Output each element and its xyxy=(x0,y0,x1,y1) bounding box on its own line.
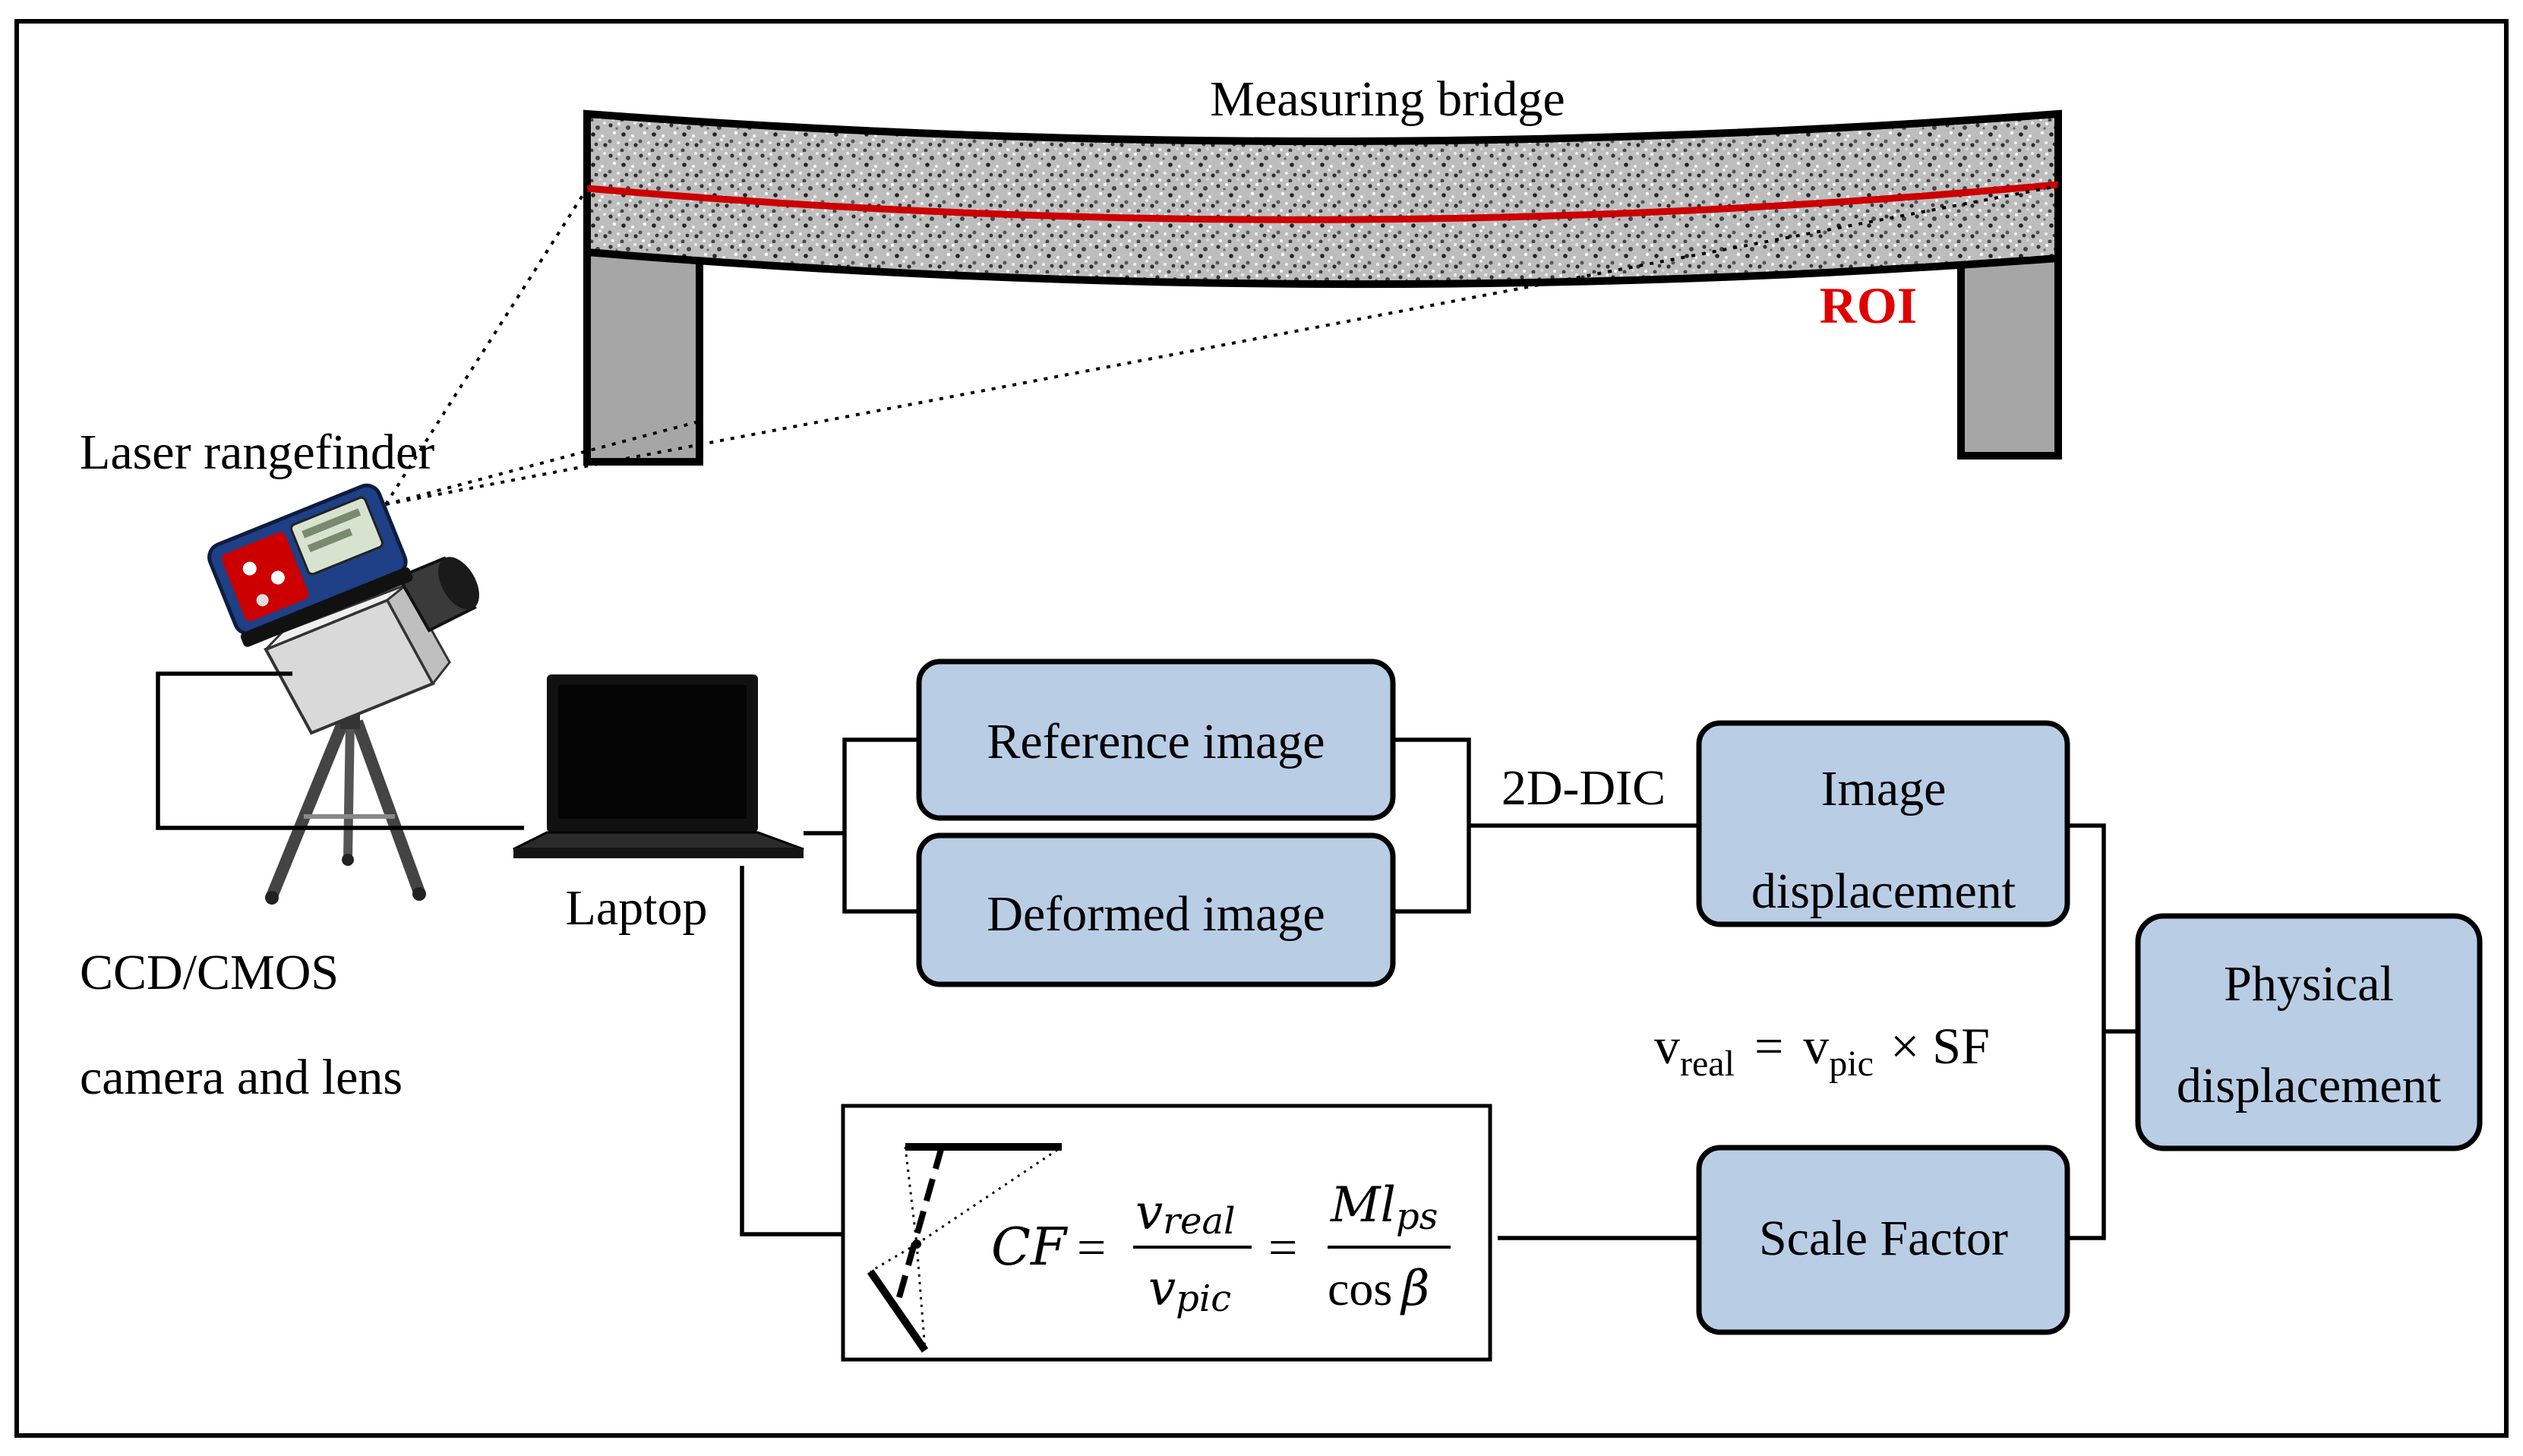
camera-body xyxy=(264,556,479,735)
sight-lines xyxy=(384,185,2059,506)
laptop-label: Laptop xyxy=(566,880,708,936)
dic-label: 2D-DIC xyxy=(1501,760,1666,816)
svg-text:vpic: vpic xyxy=(1148,1261,1231,1320)
reference-image-box xyxy=(916,659,1396,821)
svg-text:vreal: vreal xyxy=(1135,1185,1235,1243)
cf-lhs: CF xyxy=(991,1218,1069,1278)
cf-den2-cos: cos xyxy=(1328,1262,1392,1315)
scale-factor-box xyxy=(1696,1145,2070,1335)
tripod-leg-center xyxy=(343,721,355,859)
bridge-deck xyxy=(583,109,2062,289)
laptop-icon xyxy=(513,674,804,858)
measuring-bridge xyxy=(583,109,2062,466)
tripod-leg-left xyxy=(266,719,349,899)
svg-text:Mlps: Mlps xyxy=(1330,1177,1438,1238)
cf-den1-sub: pic xyxy=(1176,1278,1231,1320)
cf-num1-v: v xyxy=(1135,1185,1163,1241)
physical-displacement-label-line2: displacement xyxy=(2177,1058,2441,1113)
eq-v-real: v xyxy=(1654,1017,1680,1075)
cf-equals-1: = xyxy=(1077,1218,1106,1276)
image-displacement-box xyxy=(1696,720,2070,927)
laser-rangefinder-device xyxy=(207,483,413,647)
camera-tripod xyxy=(265,684,426,905)
eq-v-pic: v xyxy=(1803,1017,1829,1075)
image-displacement-label-line1: Image xyxy=(1821,761,1947,816)
outer-frame xyxy=(14,19,2509,1438)
eq-v-real-sub: real xyxy=(1680,1044,1735,1084)
svg-text:vreal=vpic× SF: vreal=vpic× SF xyxy=(1654,1017,1990,1084)
scale-factor-label: Scale Factor xyxy=(1759,1211,2008,1266)
eq-equals: = xyxy=(1754,1017,1783,1075)
eq-times-sf: × SF xyxy=(1890,1017,1990,1075)
scale-equation: vreal=vpic× SF xyxy=(1654,1017,1990,1084)
deformed-image-box xyxy=(916,832,1396,987)
camera-label-line1: CCD/CMOS xyxy=(80,945,339,1000)
flow-connectors xyxy=(740,737,2138,1240)
cf-num2-m: Ml xyxy=(1330,1177,1396,1233)
roi-line xyxy=(586,181,2059,223)
tripod-leg-right xyxy=(351,719,425,895)
left-support xyxy=(583,232,703,466)
camera-lens xyxy=(396,556,477,633)
deformed-image-label: Deformed image xyxy=(987,886,1325,942)
roi-label: ROI xyxy=(1820,276,1917,334)
cf-den1-v: v xyxy=(1148,1261,1176,1317)
cf-equals-2: = xyxy=(1268,1218,1297,1276)
eq-v-pic-sub: pic xyxy=(1829,1044,1874,1084)
measuring-bridge-label: Measuring bridge xyxy=(1210,71,1565,127)
laser-rangefinder-label: Laser rangefinder xyxy=(80,425,434,480)
angle-sketch xyxy=(867,1143,1063,1353)
cf-num1-sub: real xyxy=(1163,1200,1235,1243)
cf-num2-sub: ps xyxy=(1396,1195,1438,1238)
camera-label-line2: camera and lens xyxy=(80,1050,403,1105)
image-displacement-label-line2: displacement xyxy=(1751,864,2016,919)
cf-den2-beta: β xyxy=(1400,1261,1429,1317)
physical-displacement-label-line1: Physical xyxy=(2224,956,2394,1012)
reference-image-label: Reference image xyxy=(987,714,1325,769)
camera-laptop-cable xyxy=(156,671,524,830)
physical-displacement-box xyxy=(2135,913,2483,1151)
right-support xyxy=(1957,232,2062,460)
